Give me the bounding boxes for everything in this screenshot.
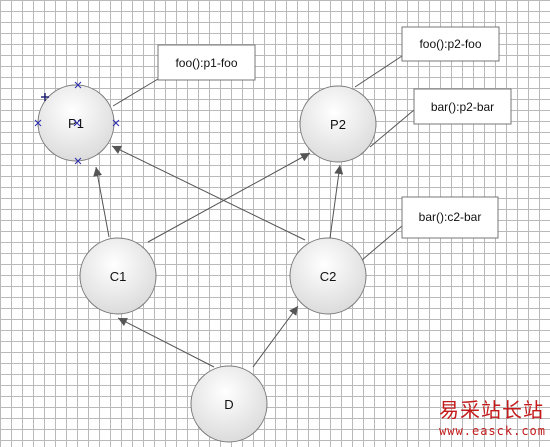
node-c2-label: C2 bbox=[320, 269, 337, 284]
note-c2-bar-text: bar():c2-bar bbox=[419, 210, 482, 224]
edge-c1-to-p1[interactable] bbox=[93, 166, 110, 238]
note-c2-bar-box[interactable] bbox=[401, 196, 499, 239]
resize-handle-icon[interactable] bbox=[34, 119, 42, 127]
node-p2[interactable]: P2 bbox=[299, 85, 377, 163]
node-c1-label: C1 bbox=[110, 269, 127, 284]
connector-p2-bar bbox=[369, 109, 415, 148]
edges bbox=[93, 145, 344, 368]
node-p1[interactable]: P1 bbox=[37, 84, 115, 162]
node-c2-circle[interactable] bbox=[289, 237, 367, 315]
resize-handle-icon[interactable] bbox=[112, 119, 120, 127]
watermark: 易采站长站 www.easck.com bbox=[438, 394, 550, 447]
resize-handle-icon[interactable] bbox=[73, 119, 81, 127]
watermark-url: www.easck.com bbox=[439, 424, 546, 438]
node-d-circle[interactable] bbox=[190, 365, 268, 443]
node-p2-circle[interactable] bbox=[299, 85, 377, 163]
resize-handle-icon[interactable] bbox=[74, 81, 82, 89]
edge-c1-to-p2[interactable] bbox=[147, 152, 311, 243]
node-d[interactable]: D bbox=[190, 365, 268, 443]
note-c2-bar[interactable]: bar():c2-bar bbox=[401, 196, 499, 239]
p1-selection-handles[interactable] bbox=[34, 81, 120, 165]
edge-c2-to-p2[interactable] bbox=[329, 164, 344, 239]
edge-c2-to-p1[interactable] bbox=[111, 145, 306, 241]
node-c1[interactable]: C1 bbox=[79, 237, 157, 315]
node-c1-circle[interactable] bbox=[79, 237, 157, 315]
note-connectors bbox=[112, 55, 415, 261]
edge-d-to-c2[interactable] bbox=[252, 305, 299, 368]
connector-p2-foo bbox=[354, 55, 403, 88]
watermark-title: 易采站长站 bbox=[439, 398, 544, 422]
note-p2-foo-box[interactable] bbox=[401, 26, 500, 62]
note-p1-foo[interactable]: foo():p1-foo bbox=[157, 44, 256, 81]
note-p2-foo-text: foo():p2-foo bbox=[419, 37, 481, 51]
edge-d-to-c1[interactable] bbox=[117, 317, 215, 368]
anchor-point-icon[interactable] bbox=[41, 93, 49, 101]
note-p2-foo[interactable]: foo():p2-foo bbox=[401, 26, 500, 62]
node-c2[interactable]: C2 bbox=[289, 237, 367, 315]
connector-p1-foo bbox=[112, 78, 159, 107]
connector-c2-bar bbox=[361, 225, 403, 261]
note-p2-bar-box[interactable] bbox=[413, 88, 512, 125]
resize-handle-icon[interactable] bbox=[74, 157, 82, 165]
note-p1-foo-box[interactable] bbox=[157, 44, 256, 81]
note-p1-foo-text: foo():p1-foo bbox=[175, 56, 237, 70]
note-p2-bar-text: bar():p2-bar bbox=[431, 100, 494, 114]
node-p2-label: P2 bbox=[330, 117, 346, 132]
note-p2-bar[interactable]: bar():p2-bar bbox=[413, 88, 512, 125]
node-d-label: D bbox=[224, 397, 233, 412]
